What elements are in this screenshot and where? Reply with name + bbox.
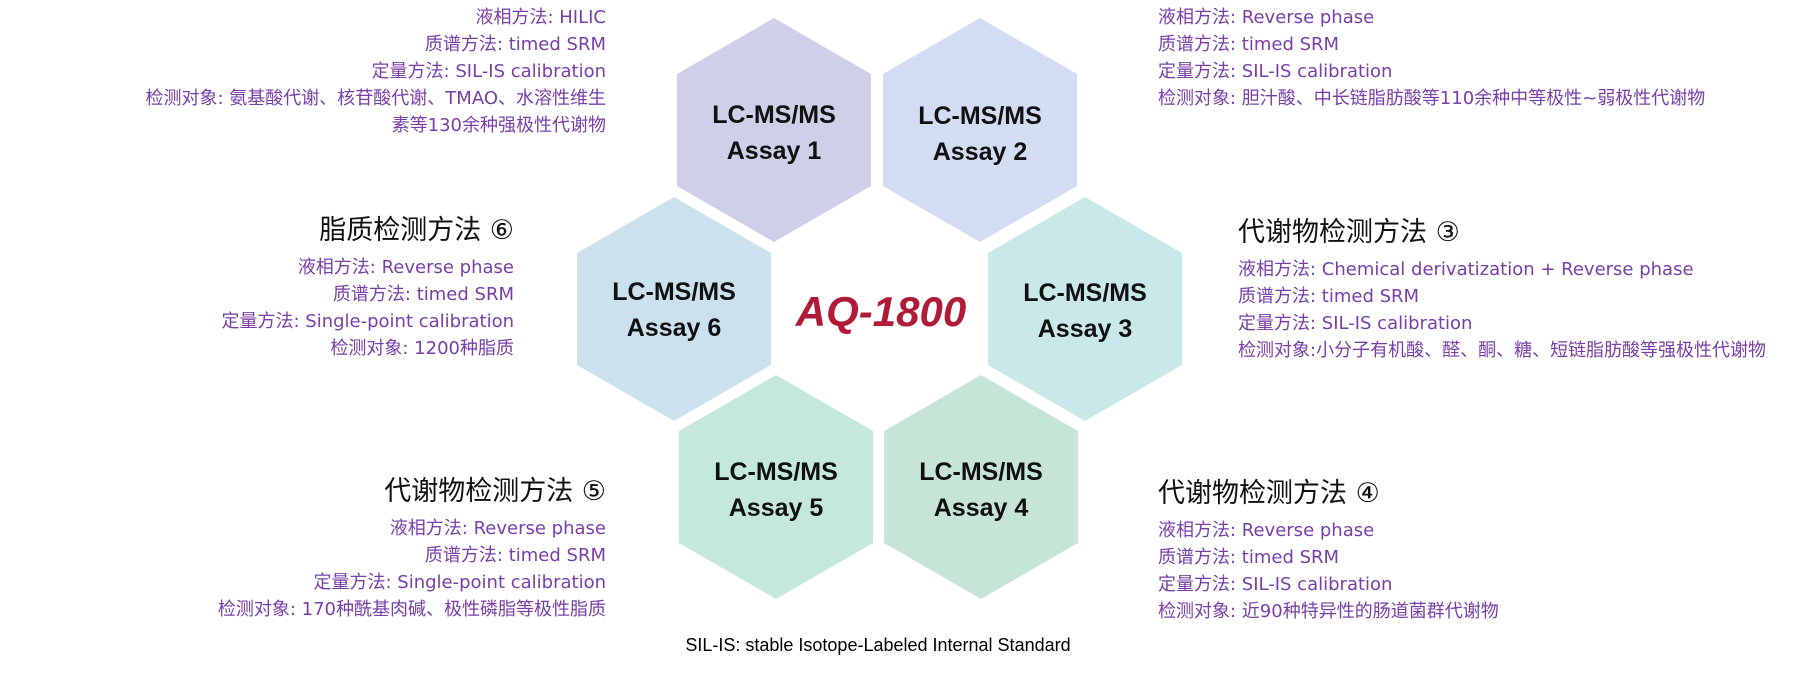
assay5-heading: 代谢物检测方法 ⑤ (384, 476, 606, 507)
hexagon-assay-4-line1: LC-MS/MS (919, 458, 1043, 486)
hexagon-assay-6-line1: LC-MS/MS (612, 278, 736, 306)
assay2-lc-method: 液相方法: Reverse phase (1158, 7, 1375, 28)
assay5-targets: 检测对象: 170种酰基肉碱、极性磷脂等极性脂质 (217, 599, 606, 620)
assay4-ms-method: 质谱方法: timed SRM (1158, 547, 1340, 568)
hexagon-assay-5-line2: Assay 5 (729, 494, 824, 522)
center-title: AQ-1800 (795, 288, 966, 336)
assay1-detail: 液相方法: HILIC 质谱方法: timed SRM 定量方法: SIL-IS… (146, 4, 606, 139)
assay5-quant-method: 定量方法: Single-point calibration (313, 572, 606, 593)
assay3-quant-method: 定量方法: SIL-IS calibration (1238, 313, 1473, 334)
assay1-targets: 检测对象: 氨基酸代谢、核苷酸代谢、TMAO、水溶性维生 (145, 88, 606, 109)
assay6-detail: 脂质检测方法 ⑥ 液相方法: Reverse phase 质谱方法: timed… (221, 213, 514, 362)
assay5-detail: 代谢物检测方法 ⑤ 液相方法: Reverse phase 质谱方法: time… (218, 474, 606, 623)
assay2-quant-method: 定量方法: SIL-IS calibration (1158, 61, 1393, 82)
assay6-quant-method: 定量方法: Single-point calibration (221, 311, 514, 332)
assay4-detail: 代谢物检测方法 ④ 液相方法: Reverse phase 质谱方法: time… (1158, 476, 1499, 625)
assay5-lc-method: 液相方法: Reverse phase (389, 518, 606, 539)
hexagon-assay-3: LC-MS/MS Assay 3 (988, 197, 1182, 421)
assay3-targets: 检测对象:小分子有机酸、醛、酮、糖、短链脂肪酸等强极性代谢物 (1238, 340, 1767, 361)
assay6-ms-method: 质谱方法: timed SRM (332, 284, 514, 305)
assay1-quant-method: 定量方法: SIL-IS calibration (371, 61, 606, 82)
assay2-ms-method: 质谱方法: timed SRM (1158, 34, 1340, 55)
footnote: SIL-IS: stable Isotope-Labeled Internal … (685, 635, 1070, 655)
hexagon-assay-6-line2: Assay 6 (627, 314, 722, 342)
hexagon-assay-5: LC-MS/MS Assay 5 (679, 375, 873, 599)
hexagon-assay-4: LC-MS/MS Assay 4 (884, 375, 1078, 599)
hexagon-assay-1: LC-MS/MS Assay 1 (677, 18, 871, 242)
assay3-lc-method: 液相方法: Chemical derivatization + Reverse … (1238, 259, 1694, 280)
assay4-lc-method: 液相方法: Reverse phase (1158, 520, 1375, 541)
hexagon-assay-3-line1: LC-MS/MS (1023, 279, 1147, 307)
assay1-lc-method: 液相方法: HILIC (475, 7, 606, 28)
hexagon-assay-6-shape (577, 197, 771, 421)
hexagon-assay-1-line1: LC-MS/MS (712, 101, 836, 129)
assay6-lc-method: 液相方法: Reverse phase (297, 257, 514, 278)
hexagon-assay-1-shape (677, 18, 871, 242)
assay1-ms-method: 质谱方法: timed SRM (424, 34, 606, 55)
assay6-heading: 脂质检测方法 ⑥ (319, 215, 514, 246)
assay3-heading: 代谢物检测方法 ③ (1238, 217, 1460, 248)
assay2-targets: 检测对象: 胆汁酸、中长链脂肪酸等110余种中等极性~弱极性代谢物 (1158, 88, 1706, 109)
assay1-targets-cont: 素等130余种强极性代谢物 (391, 115, 606, 136)
assay6-targets: 检测对象: 1200种脂质 (330, 338, 514, 359)
assay5-ms-method: 质谱方法: timed SRM (424, 545, 606, 566)
hexagon-assay-2-shape (883, 18, 1077, 242)
hexagon-assay-5-line1: LC-MS/MS (714, 458, 838, 486)
hexagon-assay-3-shape (988, 197, 1182, 421)
assay3-ms-method: 质谱方法: timed SRM (1238, 286, 1420, 307)
assay4-targets: 检测对象: 近90种特异性的肠道菌群代谢物 (1158, 601, 1499, 622)
hexagon-assay-2-line2: Assay 2 (933, 138, 1028, 166)
assay4-quant-method: 定量方法: SIL-IS calibration (1158, 574, 1393, 595)
hexagon-assay-4-shape (884, 375, 1078, 599)
assay4-heading: 代谢物检测方法 ④ (1158, 478, 1380, 509)
assay2-detail: 液相方法: Reverse phase 质谱方法: timed SRM 定量方法… (1158, 4, 1705, 112)
hexagon-assay-4-line2: Assay 4 (934, 494, 1029, 522)
hexagon-assay-2: LC-MS/MS Assay 2 (883, 18, 1077, 242)
hexagon-assay-5-shape (679, 375, 873, 599)
hexagon-assay-2-line1: LC-MS/MS (918, 102, 1042, 130)
assay3-detail: 代谢物检测方法 ③ 液相方法: Chemical derivatization … (1238, 215, 1766, 364)
hexagon-assay-3-line2: Assay 3 (1038, 315, 1133, 343)
hexagon-assay-6: LC-MS/MS Assay 6 (577, 197, 771, 421)
hexagon-assay-1-line2: Assay 1 (727, 137, 822, 165)
